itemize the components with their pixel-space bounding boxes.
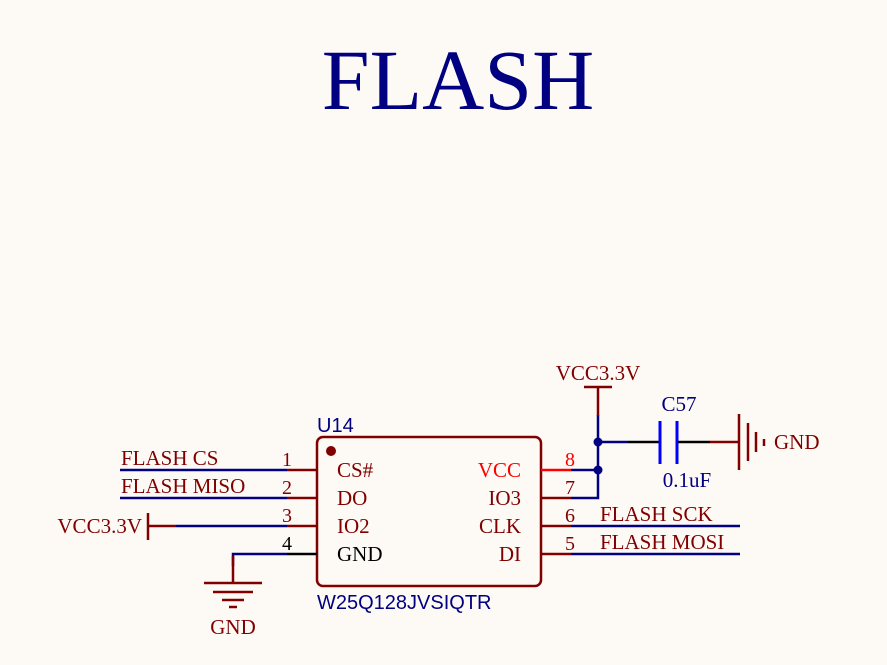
pin1-indicator-dot — [326, 446, 336, 456]
net-label-flash-cs: FLASH CS — [121, 446, 218, 470]
pin-number-3: 3 — [282, 505, 292, 527]
gnd-right-label: GND — [774, 430, 820, 454]
pin-name-vcc: VCC — [478, 458, 521, 482]
pin-name-di: DI — [499, 542, 521, 566]
net-label-flash-sck: FLASH SCK — [600, 502, 713, 526]
capacitor-c57-symbol[interactable] — [658, 421, 679, 464]
u14-part-number: W25Q128JVSIQTR — [317, 592, 492, 614]
pin-number-7: 7 — [565, 477, 575, 499]
pin-number-1: 1 — [282, 449, 292, 471]
gnd-bottom-label: GND — [210, 615, 256, 639]
pin-number-5: 5 — [565, 533, 575, 555]
u14-body — [315, 435, 543, 588]
vcc-top-label: VCC3.3V — [556, 361, 641, 385]
junction-dot — [593, 465, 603, 475]
pin-number-6: 6 — [565, 505, 575, 527]
gnd-right-symbol — [737, 414, 766, 470]
sheet-title: FLASH — [322, 32, 594, 128]
pin-name-cs: CS# — [337, 458, 374, 482]
pin-name-io3: IO3 — [488, 486, 521, 510]
wire-vcc-io3[interactable] — [571, 468, 600, 500]
wire-gnd[interactable] — [231, 552, 287, 566]
u14-designator: U14 — [317, 415, 354, 437]
pin-name-do: DO — [337, 486, 367, 510]
u14-component[interactable]: U14 W25Q128JVSIQTR CS# DO IO2 GND VCC IO… — [282, 415, 575, 614]
net-label-flash-miso: FLASH MISO — [121, 474, 245, 498]
c57-designator: C57 — [661, 392, 696, 416]
pin-name-gnd: GND — [337, 542, 383, 566]
pin-number-2: 2 — [282, 477, 292, 499]
pin-number-4: 4 — [282, 533, 292, 555]
pin-number-8: 8 — [565, 449, 575, 471]
gnd-bottom-symbol — [204, 581, 262, 609]
net-label-flash-mosi: FLASH MOSI — [600, 530, 724, 554]
pin-name-clk: CLK — [479, 514, 521, 538]
c57-value: 0.1uF — [663, 468, 711, 492]
vcc-left-label: VCC3.3V — [57, 514, 142, 538]
pin-name-io2: IO2 — [337, 514, 370, 538]
